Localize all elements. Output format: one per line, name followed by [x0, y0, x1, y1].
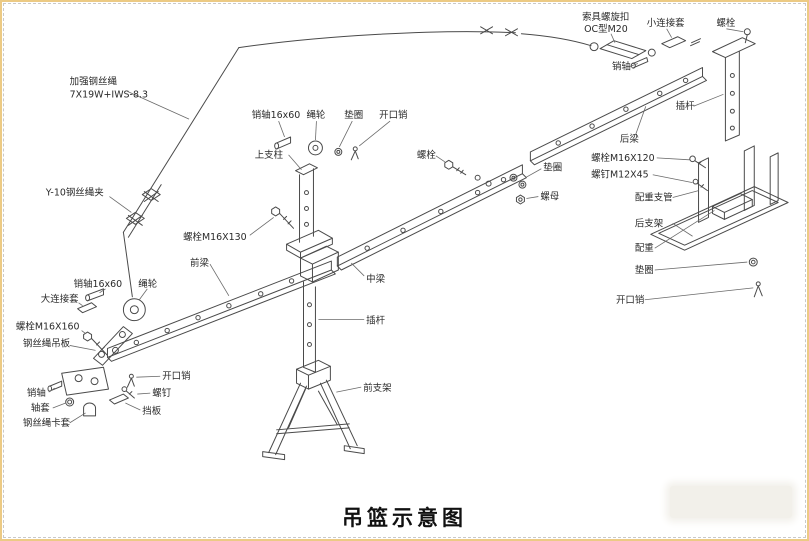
- label-wire-rope-clip: 钢丝绳卡套: [23, 417, 71, 429]
- label-cotter-pin-right: 开口销: [616, 294, 644, 306]
- label-bolt-middle: 螺栓: [417, 149, 436, 161]
- part-labels: 加强钢丝绳 7X19W+IWS-8.3 Y-10钢丝绳夹 索具螺旋扣 OC型M2…: [16, 11, 736, 429]
- label-washer-upper: 垫圈: [344, 109, 363, 121]
- label-insert-rod-right: 插杆: [676, 100, 695, 112]
- label-screw-m12x45: 螺钉M12X45: [591, 170, 649, 181]
- right-insert-rod-post: [711, 28, 756, 142]
- label-bolt-m16x120: 螺栓M16X120: [591, 152, 655, 164]
- label-wire-rope-plate: 钢丝绳吊板: [23, 337, 71, 349]
- label-washer-middle: 垫圈: [543, 162, 562, 174]
- label-reinforced-rope-spec: 7X19W+IWS-8.3: [70, 89, 148, 100]
- label-bolt-m16x160: 螺栓M16X160: [16, 321, 80, 333]
- rope-clamps: [125, 188, 161, 226]
- rear-beam-part: [529, 67, 707, 166]
- label-pin-16x60-upper: 销轴16x60: [252, 109, 301, 121]
- turnbuckle-assembly: [589, 36, 702, 69]
- label-cotter-pin-left: 开口销: [162, 370, 190, 382]
- label-screw-left: 螺钉: [152, 388, 171, 399]
- label-turnbuckle: 索具螺旋扣: [582, 11, 629, 23]
- center-junction-and-rod: [300, 245, 339, 373]
- label-front-support: 前支架: [363, 382, 392, 394]
- upper-pulley-parts: [274, 136, 359, 161]
- leader-lines: [48, 28, 754, 424]
- bolt-m16x130-part: [271, 206, 295, 229]
- middle-beam-part: [336, 164, 527, 271]
- label-bolt-top-right: 螺栓: [716, 17, 735, 29]
- upper-support-column: [286, 163, 333, 259]
- watermark: [670, 486, 792, 518]
- label-reinforced-rope: 加强钢丝绳: [70, 75, 118, 87]
- label-pin-16x60-left: 销轴16x60: [74, 278, 123, 290]
- label-shaft-sleeve: 轴套: [31, 402, 50, 414]
- label-small-connecting-sleeve: 小连接套: [647, 17, 685, 29]
- diagram-title: 吊篮示意图: [342, 506, 467, 530]
- label-pulley-upper: 绳轮: [306, 109, 325, 121]
- label-cotter-pin-upper: 开口销: [379, 109, 407, 121]
- label-turnbuckle-spec: OC型M20: [584, 24, 628, 35]
- label-counterweight: 配重: [635, 242, 654, 254]
- label-nut-middle: 螺母: [540, 192, 559, 203]
- left-hanging-plate-assembly: [47, 288, 146, 417]
- label-upper-column: 上支柱: [255, 149, 284, 161]
- label-rear-support: 后支架: [635, 217, 664, 229]
- label-washer-right: 垫圈: [635, 264, 654, 276]
- label-large-connecting-sleeve: 大连接套: [41, 293, 79, 305]
- label-rope-clamp: Y-10钢丝绳夹: [45, 187, 104, 199]
- label-insert-rod-center: 插杆: [366, 315, 385, 327]
- label-baffle: 挡板: [142, 405, 161, 417]
- label-middle-beam: 中梁: [366, 273, 385, 285]
- label-bolt-m16x130: 螺栓M16X130: [183, 231, 247, 243]
- front-support-frame: [262, 359, 365, 461]
- label-counterweight-tube: 配重支管: [635, 192, 673, 204]
- label-pin-left: 销轴: [27, 387, 46, 399]
- label-pulley-left: 绳轮: [138, 278, 157, 290]
- middle-bolt-washer-nut-parts: [444, 159, 527, 205]
- label-pin-top-right: 销轴: [612, 61, 631, 73]
- label-front-beam: 前梁: [190, 257, 209, 269]
- rear-support-frame: [650, 145, 789, 298]
- label-rear-beam: 后梁: [620, 133, 639, 145]
